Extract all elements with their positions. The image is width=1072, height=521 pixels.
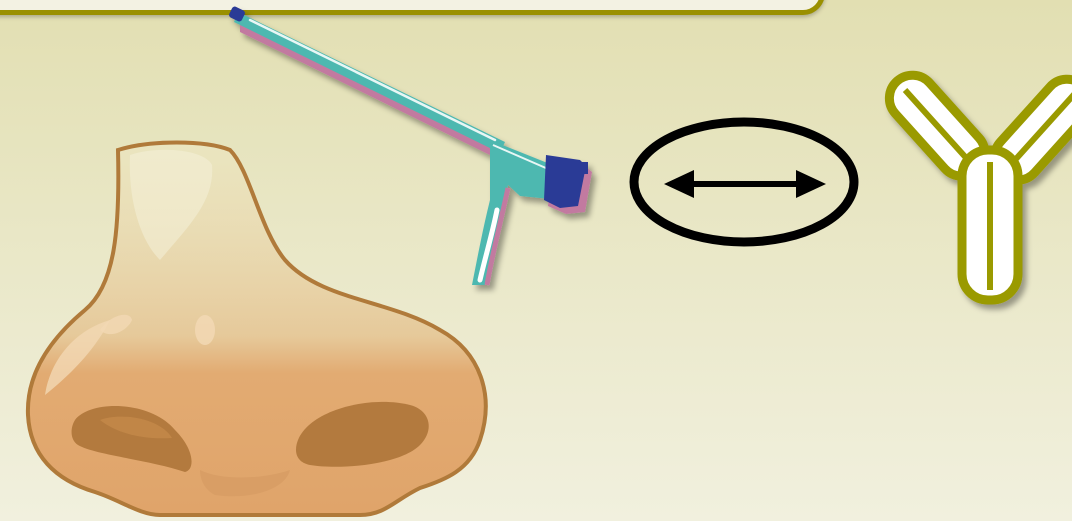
nasal-swab-instrument-icon [228,6,592,285]
antibody-icon [880,66,1072,300]
double-arrow-icon [634,122,854,242]
nose-icon [28,143,486,516]
